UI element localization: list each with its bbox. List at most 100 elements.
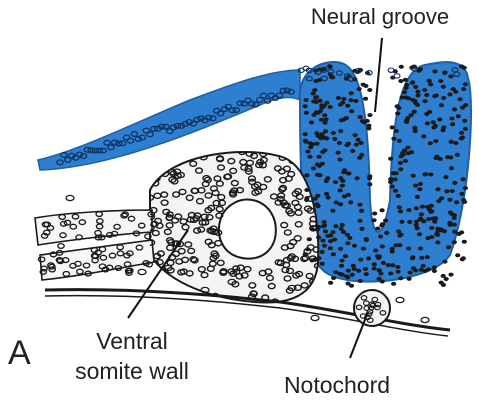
cell xyxy=(428,141,433,145)
cell xyxy=(341,97,346,101)
cell xyxy=(438,157,443,161)
cell xyxy=(324,179,329,183)
cell xyxy=(316,235,321,239)
cell xyxy=(448,273,453,277)
cell xyxy=(402,149,407,153)
cell xyxy=(419,256,424,260)
cell xyxy=(404,120,409,124)
cell xyxy=(346,142,351,146)
cell xyxy=(357,115,362,119)
cell xyxy=(323,229,328,233)
cell xyxy=(154,156,161,161)
cell xyxy=(391,171,396,175)
cell xyxy=(433,216,438,220)
cell xyxy=(304,198,309,202)
cell xyxy=(435,240,440,244)
cell xyxy=(416,93,421,97)
cell xyxy=(356,269,361,273)
cell xyxy=(406,151,411,155)
cell xyxy=(302,295,309,300)
cell xyxy=(398,276,403,280)
cell xyxy=(448,211,453,215)
cell xyxy=(449,166,454,170)
cell xyxy=(377,268,382,272)
cell xyxy=(367,182,372,186)
cell xyxy=(312,88,317,92)
cell xyxy=(332,137,337,141)
cell xyxy=(323,121,328,125)
cell xyxy=(168,283,175,288)
cell xyxy=(437,118,442,122)
cell xyxy=(343,254,348,258)
cell xyxy=(404,95,409,99)
cell xyxy=(168,147,175,152)
cell xyxy=(413,85,418,89)
cell xyxy=(447,198,452,202)
cell xyxy=(310,258,315,262)
cell xyxy=(446,245,451,249)
cell xyxy=(454,200,459,204)
cell xyxy=(346,269,351,273)
cell xyxy=(428,173,433,177)
cell xyxy=(449,117,454,121)
cell xyxy=(341,230,346,234)
cell xyxy=(322,148,327,152)
cell xyxy=(440,228,445,232)
cell xyxy=(326,196,331,200)
cell xyxy=(357,203,362,207)
label-ventral-somite-wall-line1: Ventral xyxy=(96,328,168,354)
cell xyxy=(367,88,372,92)
cell xyxy=(367,113,372,117)
cell xyxy=(313,96,318,100)
cell xyxy=(388,272,393,276)
cell xyxy=(395,265,400,269)
cell xyxy=(410,98,415,102)
cell xyxy=(421,317,429,322)
cell xyxy=(363,97,368,101)
cell xyxy=(399,220,404,224)
cell xyxy=(367,174,372,178)
cell xyxy=(340,223,345,227)
cell xyxy=(303,132,308,136)
cell xyxy=(394,129,399,133)
cell xyxy=(426,217,431,221)
cell xyxy=(421,264,426,268)
cell xyxy=(448,74,453,78)
cell xyxy=(418,182,423,186)
leader-line-neural-groove xyxy=(375,38,382,112)
cell xyxy=(158,155,165,160)
cell xyxy=(192,146,199,151)
cell xyxy=(303,139,308,143)
panel-letter: A xyxy=(8,334,31,372)
cell xyxy=(377,255,382,259)
cell xyxy=(419,268,424,272)
cell xyxy=(162,157,169,162)
cell xyxy=(328,105,333,109)
cell xyxy=(380,244,385,248)
cell xyxy=(356,138,361,142)
cell xyxy=(424,112,429,116)
cell xyxy=(413,184,418,188)
cell xyxy=(172,284,179,289)
cell xyxy=(350,149,355,153)
cell xyxy=(168,155,175,160)
cell xyxy=(383,219,388,223)
label-notochord: Notochord xyxy=(284,372,390,398)
cell xyxy=(323,129,328,133)
cell xyxy=(341,170,346,174)
cell xyxy=(340,184,345,188)
cell xyxy=(458,97,463,101)
cell xyxy=(58,244,64,249)
cell xyxy=(415,226,420,230)
cell xyxy=(309,121,314,125)
cell xyxy=(331,252,336,256)
cell xyxy=(333,224,338,228)
cell xyxy=(348,200,353,204)
somite-cavity xyxy=(219,200,276,259)
cell xyxy=(324,118,329,122)
cell xyxy=(453,90,458,94)
cell xyxy=(348,98,353,102)
cell xyxy=(447,92,452,96)
cell xyxy=(307,237,312,241)
